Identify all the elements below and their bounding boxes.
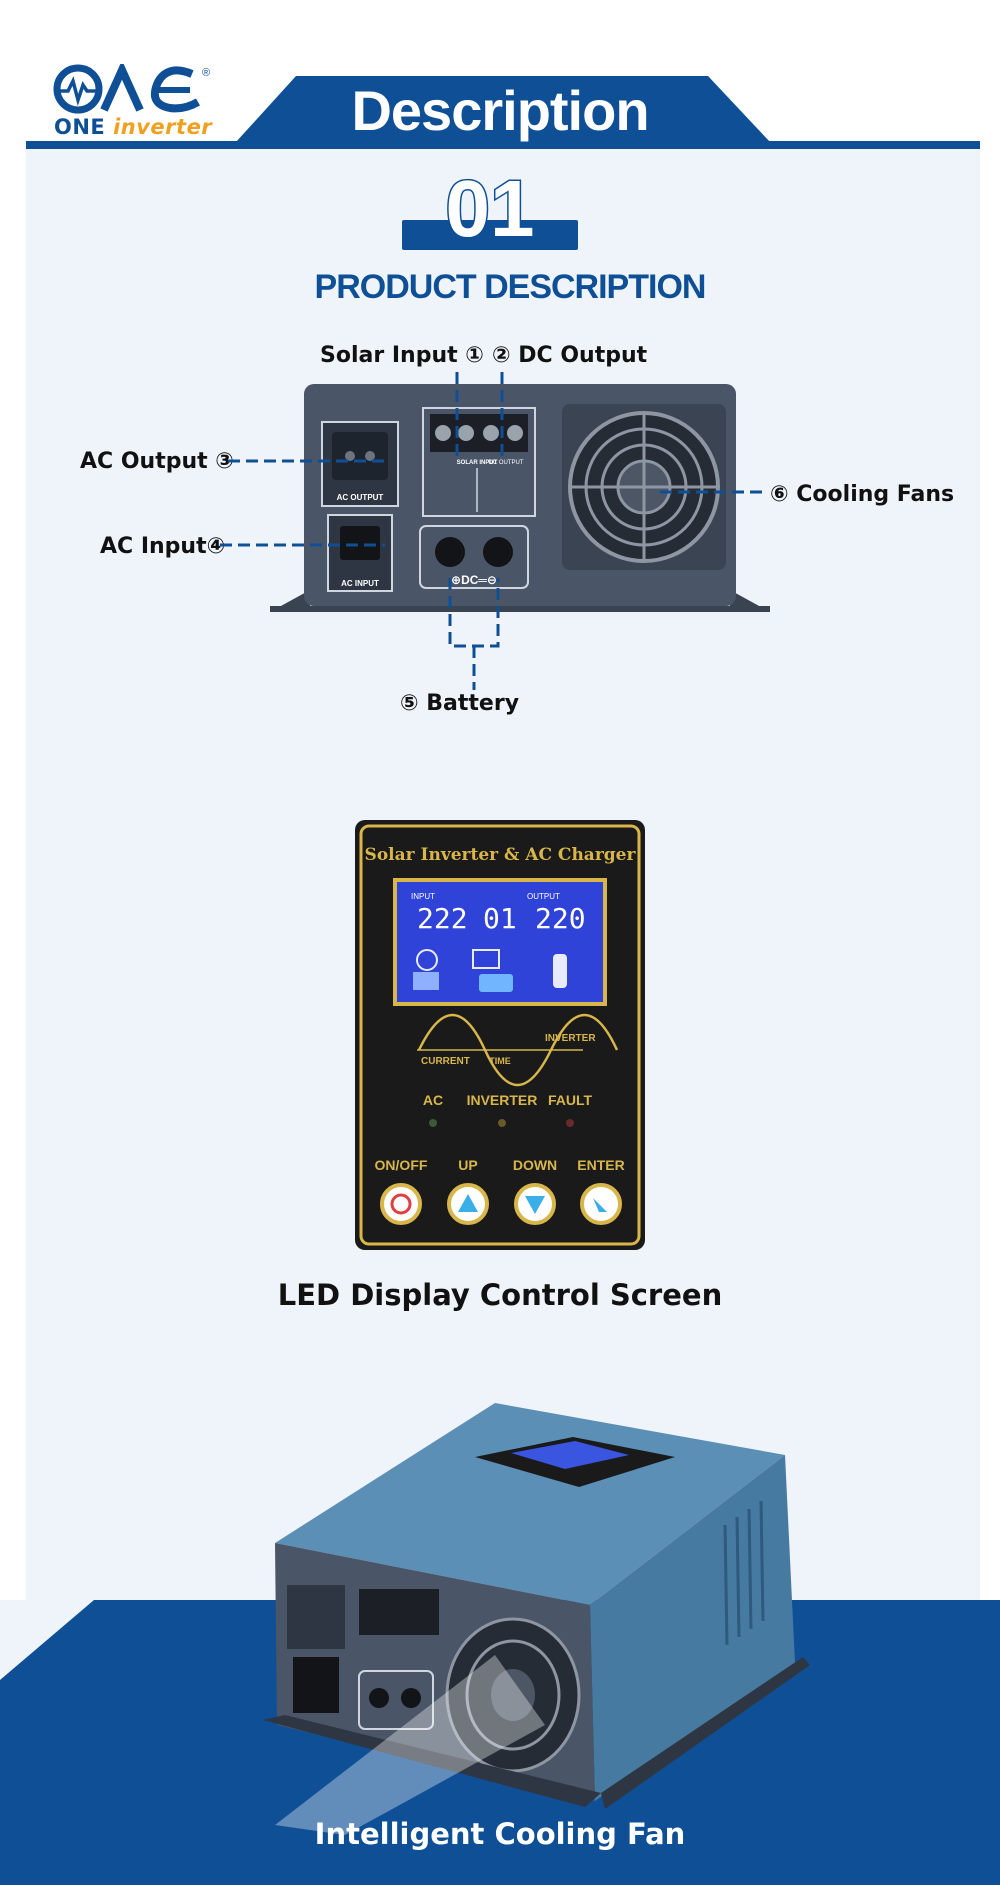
- btn-onoff-label: ON/OFF: [375, 1157, 428, 1173]
- dc-output-label: DC OUTPUT: [489, 460, 524, 466]
- led-fault-label: FAULT: [548, 1092, 593, 1108]
- cooling-caption: Intelligent Cooling Fan: [314, 1817, 686, 1851]
- dc-terminal-label: ⊕DC═⊖: [451, 573, 497, 587]
- lcd-output-label: OUTPUT: [527, 892, 560, 901]
- callout-solar-input: Solar Input ①: [320, 343, 484, 368]
- brand-logo: ®: [53, 64, 210, 114]
- control-panel: Solar Inverter & AC Charger INPUT OUTPUT…: [355, 820, 645, 1250]
- wave-right-label: INVERTER: [545, 1033, 596, 1044]
- lcd-output-value: 220: [535, 902, 586, 935]
- header-underline: [26, 141, 980, 149]
- brand-tagline-suffix: inverter: [113, 115, 213, 139]
- arrow-down-icon: [525, 1196, 545, 1214]
- inverter-iso-view: [263, 1403, 810, 1835]
- wave-left-label: CURRENT: [421, 1056, 470, 1067]
- wave-mid-label: TIME: [489, 1056, 511, 1066]
- page-title: Description: [351, 79, 649, 142]
- lcd-input-label: INPUT: [411, 892, 435, 901]
- btn-up-label: UP: [458, 1157, 477, 1173]
- callout-cooling-fans: ⑥ Cooling Fans: [770, 482, 955, 507]
- panel-title: Solar Inverter & AC Charger: [365, 845, 637, 865]
- callout-ac-output: AC Output ③: [80, 449, 234, 474]
- lcd-mode-value: 01: [483, 902, 517, 935]
- btn-enter-label: ENTER: [577, 1157, 624, 1173]
- brand-tagline-prefix: ONE: [54, 115, 106, 139]
- ac-output-label: AC OUTPUT: [337, 493, 384, 502]
- callout-battery: ⑤ Battery: [400, 691, 520, 716]
- led-inverter-label: INVERTER: [467, 1092, 538, 1108]
- brand-tagline: ONE inverter: [54, 115, 212, 139]
- btn-down-label: DOWN: [513, 1157, 557, 1173]
- led-ac-label: AC: [423, 1092, 443, 1108]
- arrow-up-icon: [458, 1194, 478, 1212]
- enter-icon: [593, 1198, 607, 1212]
- section-heading: PRODUCT DESCRIPTION: [314, 268, 707, 306]
- inverter-front-view: AC OUTPUT AC INPUT SOLAR INPUT DC OUTPUT…: [270, 384, 770, 612]
- registered-mark: ®: [202, 67, 210, 79]
- power-icon: [390, 1193, 412, 1215]
- panel-caption: LED Display Control Screen: [277, 1278, 723, 1312]
- section-number-badge: 01: [402, 168, 578, 255]
- ac-input-label: AC INPUT: [341, 579, 379, 588]
- lcd-input-value: 222: [417, 902, 468, 935]
- solar-input-label: SOLAR INPUT: [457, 460, 498, 466]
- header-banner: [236, 76, 770, 142]
- callout-ac-input: AC Input④: [100, 534, 226, 559]
- callout-dc-output: ② DC Output: [492, 343, 648, 368]
- section-number: 01: [446, 168, 535, 253]
